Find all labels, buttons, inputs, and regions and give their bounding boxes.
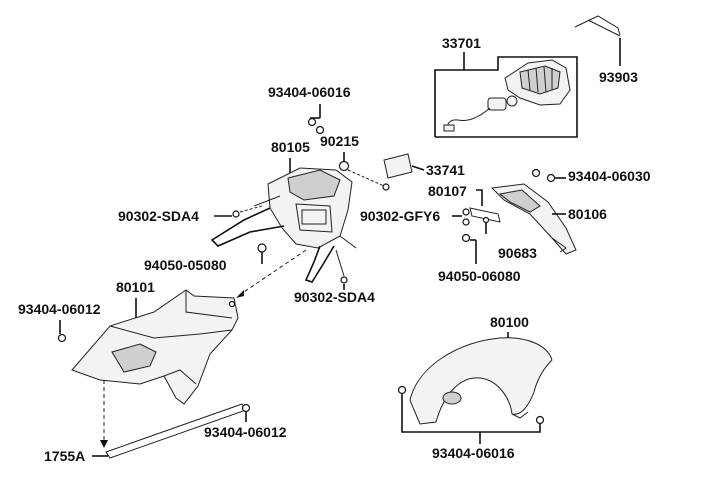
part-33741-reflector: [383, 153, 413, 179]
part-93903-group: [574, 15, 621, 66]
screw-93404-06012-bottom: [241, 403, 251, 413]
nut-90215: [338, 160, 350, 172]
label-94050-06080: 94050-06080: [438, 268, 521, 284]
label-93404-06012-bottom: 93404-06012: [204, 424, 287, 440]
label-90302-gfy6: 90302-GFY6: [360, 208, 440, 224]
screw-93404-06016-top-a: [307, 117, 317, 127]
label-93404-06012-left: 93404-06012: [18, 301, 101, 317]
label-90215: 90215: [320, 133, 359, 149]
screw-93404-06030-b: [546, 173, 556, 183]
label-90302-sda4-bottom: 90302-SDA4: [294, 289, 375, 305]
label-80105: 80105: [271, 139, 310, 155]
label-33701: 33701: [442, 35, 481, 51]
nut-94050-05080: [257, 243, 267, 253]
nut-94050-06080: [461, 233, 471, 243]
label-93404-06016-top: 93404-06016: [268, 84, 351, 100]
screw-93404-06016-bottom-b: [535, 415, 545, 425]
part-33701-lens: [519, 65, 561, 95]
part-80101-opening: [111, 343, 157, 373]
part-80100-hole: [442, 391, 462, 405]
part-80107-plate: [469, 207, 501, 223]
label-80107: 80107: [428, 183, 467, 199]
screw-93404-06012-left: [57, 333, 67, 343]
label-93404-06030: 93404-06030: [568, 168, 651, 184]
label-1755a: 1755A: [44, 448, 85, 464]
label-90683: 90683: [498, 245, 537, 261]
label-33741: 33741: [426, 162, 465, 178]
part-80106-fender: [490, 183, 577, 255]
part-80105-left-arm: [210, 207, 285, 247]
label-80101: 80101: [116, 279, 155, 295]
part-33701-socket: [487, 97, 507, 111]
part-80100-fender: [409, 337, 553, 425]
nut-90302-sda4-bottom: [340, 276, 348, 284]
screw-93404-06030-a: [531, 168, 541, 178]
screw-93404-06016-top-b: [315, 125, 325, 135]
clip-90683: [482, 216, 490, 224]
part-80105-right-arm: [304, 245, 335, 283]
label-80100: 80100: [490, 314, 529, 330]
label-94050-05080: 94050-05080: [144, 257, 227, 273]
label-93404-06016-bottom: 93404-06016: [432, 445, 515, 461]
part-80105-bracket: [210, 167, 357, 283]
label-90302-sda4-left: 90302-SDA4: [118, 208, 199, 224]
part-33701-group: [434, 52, 578, 138]
label-93903: 93903: [599, 69, 638, 85]
screw-93404-06016-bottom-a: [397, 385, 407, 395]
part-33701-box: [434, 56, 578, 138]
nut-90302-gfy6-b: [462, 218, 470, 226]
label-80106: 80106: [568, 206, 607, 222]
nut-90302-gfy6-a: [462, 208, 470, 216]
nut-90302-sda4-left: [232, 210, 240, 218]
part-80101-tray: [71, 289, 239, 405]
part-33701-bulb: [506, 95, 518, 107]
part-93903-wire: [574, 15, 621, 36]
